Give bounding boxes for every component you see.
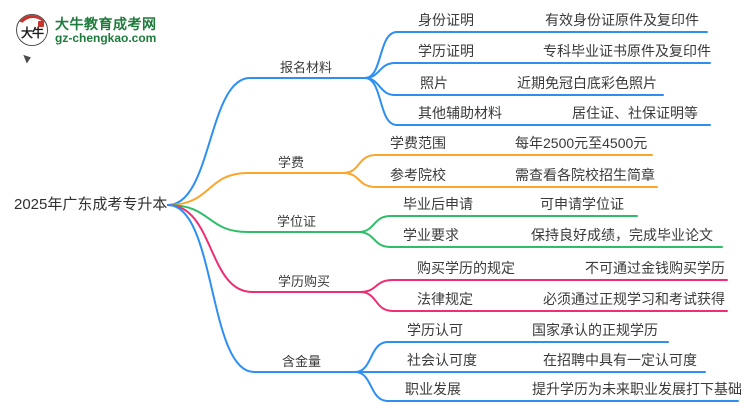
- branch-diploma-purchase[interactable]: 学历购买: [278, 274, 331, 289]
- subtopic-tuition-range[interactable]: 学费范围: [390, 135, 446, 151]
- connector-line: [357, 231, 723, 248]
- subtopic-photo[interactable]: 照片: [420, 75, 448, 91]
- detail-social-recognition[interactable]: 在招聘中具有一定认可度: [543, 352, 697, 368]
- subtopic-education-proof[interactable]: 学历证明: [418, 43, 474, 59]
- subtopic-career-development[interactable]: 职业发展: [405, 381, 461, 397]
- logo-subtitle: gz-chengkao.com: [55, 30, 157, 45]
- connector-line: [342, 172, 658, 188]
- site-logo[interactable]: 大牛 大牛教育成考网 gz-chengkao.com: [16, 14, 157, 65]
- detail-apply-after-graduation[interactable]: 可申请学位证: [540, 196, 624, 212]
- connector-line: [167, 172, 344, 206]
- detail-other-materials[interactable]: 居住证、社保证明等: [572, 105, 698, 121]
- connector-line: [364, 31, 708, 79]
- connector-line: [167, 204, 359, 233]
- detail-tuition-range[interactable]: 每年2500元至4500元: [515, 135, 648, 151]
- detail-legal-rules[interactable]: 必须通过正规学习和考试获得: [543, 291, 725, 307]
- subtopic-legal-rules[interactable]: 法律规定: [417, 291, 473, 307]
- connector-line: [364, 77, 711, 126]
- detail-purchase-rules[interactable]: 不可通过金钱购买学历: [585, 260, 725, 276]
- branch-registration-materials[interactable]: 报名材料: [280, 60, 333, 75]
- logo-icon-text: 大牛: [20, 26, 44, 40]
- subtopic-identity-proof[interactable]: 身份证明: [418, 12, 474, 28]
- connector-line: [354, 371, 739, 402]
- branch-degree-certificate[interactable]: 学位证: [277, 214, 317, 229]
- branch-credibility[interactable]: 含金量: [282, 354, 322, 369]
- branch-tuition[interactable]: 学费: [278, 155, 305, 170]
- connector-line: [364, 62, 711, 79]
- logo-text-block: 大牛教育成考网 gz-chengkao.com: [55, 16, 157, 45]
- subtopic-social-recognition[interactable]: 社会认可度: [407, 352, 477, 368]
- detail-reference-schools[interactable]: 需查看各院校招生简章: [515, 167, 655, 183]
- detail-education-proof[interactable]: 专科毕业证书原件及复印件: [543, 43, 711, 59]
- connector-line: [359, 291, 728, 312]
- logo-seal-icon: [38, 21, 44, 27]
- detail-career-development[interactable]: 提升学历为未来职业发展打下基础: [532, 381, 742, 397]
- logo-bull-icon: 大牛: [16, 14, 48, 46]
- subtopic-purchase-rules[interactable]: 购买学历的规定: [417, 260, 515, 276]
- connector-line: [342, 154, 653, 174]
- logo-title: 大牛教育成考网: [55, 15, 157, 32]
- subtopic-reference-schools[interactable]: 参考院校: [390, 167, 446, 183]
- detail-academic-requirements[interactable]: 保持良好成绩，完成毕业论文: [531, 227, 713, 243]
- connector-line: [354, 341, 669, 373]
- connector-line: [167, 204, 361, 293]
- connector-line: [167, 77, 366, 206]
- subtopic-apply-after-graduation[interactable]: 毕业后申请: [403, 196, 473, 212]
- subtopic-other-materials[interactable]: 其他辅助材料: [418, 105, 502, 121]
- detail-recognition[interactable]: 国家承认的正规学历: [532, 322, 658, 338]
- subtopic-recognition[interactable]: 学历认可: [407, 322, 463, 338]
- connector-line: [167, 204, 356, 373]
- detail-identity-proof[interactable]: 有效身份证原件及复印件: [545, 12, 699, 28]
- root-node[interactable]: 2025年广东成考专升本: [14, 196, 168, 213]
- subtopic-academic-requirements[interactable]: 学业要求: [403, 227, 459, 243]
- detail-photo[interactable]: 近期免冠白底彩色照片: [517, 75, 657, 91]
